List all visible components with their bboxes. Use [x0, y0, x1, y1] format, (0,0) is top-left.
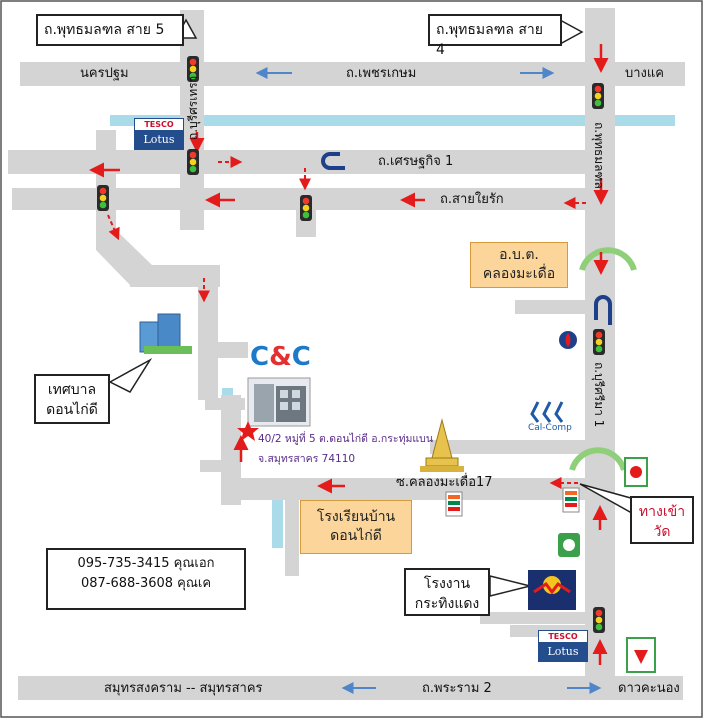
road-label-rama-2: ถ.พระราม 2	[422, 681, 492, 696]
contact-phone-1[interactable]: 095-735-3415 คุณเอก	[77, 556, 215, 571]
road-label-vertical-left: ถ.บุรีศรเทรา	[186, 75, 200, 140]
callout-lines	[108, 18, 640, 597]
place-samut-songkhram-sakhon: สมุทรสงคราม -- สมุทรสาคร	[104, 681, 263, 696]
municipality-line1: เทศบาล	[47, 382, 97, 398]
temple-line1: ทางเข้า	[638, 504, 686, 520]
location-star-icon	[237, 421, 259, 441]
calcomp-logo-icon	[530, 401, 564, 423]
road-label-setthakit-1: ถ.เศรษฐกิจ 1	[378, 154, 454, 169]
temple-entrance-callout: ทางเข้า วัด	[630, 496, 694, 544]
traffic-flow-arrows	[255, 67, 602, 694]
roads	[8, 8, 685, 700]
temple-line2: วัด	[653, 524, 671, 540]
u-turn-icons	[321, 152, 612, 325]
road-label-phutthamonthon-5: ถ.พุทธมลฑล สาย 5	[36, 14, 184, 46]
post-office-icon	[626, 637, 656, 673]
road-label-vertical-right-bottom: ถ.บุรีศรีมา 1	[592, 362, 606, 428]
cc-logo-amp: &	[269, 342, 292, 372]
gas-station-icon	[559, 331, 577, 349]
address-line-2: จ.สมุทรสาคร 74110	[258, 453, 356, 465]
place-nakhon-pathom: นครปฐม	[80, 66, 129, 81]
road-label-vertical-right-top: ถ.พุทธมลฑล	[592, 122, 606, 189]
tesco-top-text-2: TESCO	[539, 631, 587, 642]
temple-icon	[420, 418, 464, 472]
tesco-bottom-text: Lotus	[135, 130, 183, 149]
tesco-bottom-text-2: Lotus	[539, 642, 587, 661]
cc-company-logo: C&C	[250, 342, 311, 372]
factory-line2: กระทิงแดง	[414, 596, 480, 612]
dashed-arrows	[107, 156, 586, 489]
school-line2: ดอนไก่ดี	[330, 528, 382, 544]
pharmacy-icon	[624, 457, 648, 487]
road-label-soi-khlong-mada-17: ซ.คลองมะเดื่อ17	[396, 475, 493, 490]
road-label-sai-yai-rak: ถ.สายใยรัก	[440, 192, 504, 207]
address-line-1: 40/2 หมู่ที่ 5 ต.ดอนไก่ดี อ.กระทุ่มแบน	[258, 433, 434, 445]
calcomp-label: Cal-Comp	[528, 423, 572, 433]
cc-logo-c2: C	[291, 342, 311, 372]
contact-phone-2[interactable]: 087-688-3608 คุณเค	[80, 576, 212, 591]
building-icon	[139, 313, 192, 354]
municipality-callout: เทศบาล ดอนไก่ดี	[34, 374, 110, 424]
tesco-lotus-logo-bottom: TESCO Lotus	[538, 630, 588, 662]
tesco-lotus-logo-top: TESCO Lotus	[134, 118, 184, 150]
road-label-phutthamonthon-4: ถ.พุทธมลฑล สาย 4	[428, 14, 562, 58]
cc-logo-c1: C	[250, 342, 270, 372]
school-line1: โรงเรียนบ้าน	[316, 509, 396, 525]
direction-arrows	[89, 44, 609, 665]
arch-icons	[569, 247, 637, 471]
obt-khlong-mada-label: อ.บ.ต. คลองมะเดื่อ	[470, 242, 568, 288]
factory-line1: โรงงาน	[423, 576, 471, 592]
factory-callout: โรงงาน กระทิงแดง	[404, 568, 490, 616]
place-bang-khae: บางแค	[625, 66, 664, 81]
obt-line1: อ.บ.ต.	[499, 247, 539, 263]
red-bull-icon	[528, 570, 576, 610]
obt-line2: คลองมะเดื่อ	[482, 266, 556, 282]
seven-eleven-icons	[445, 487, 580, 517]
road-label-phetkasem: ถ.เพชรเกษม	[346, 66, 417, 81]
company-building-photo	[247, 377, 311, 427]
green-shop-icon	[558, 533, 580, 557]
tesco-top-text: TESCO	[135, 119, 183, 130]
school-label: โรงเรียนบ้าน ดอนไก่ดี	[300, 500, 412, 554]
contact-box: 095-735-3415 คุณเอก 087-688-3608 คุณเค	[46, 548, 246, 610]
place-dao-khanong: ดาวคะนอง	[618, 681, 680, 696]
municipality-line2: ดอนไก่ดี	[46, 402, 98, 418]
